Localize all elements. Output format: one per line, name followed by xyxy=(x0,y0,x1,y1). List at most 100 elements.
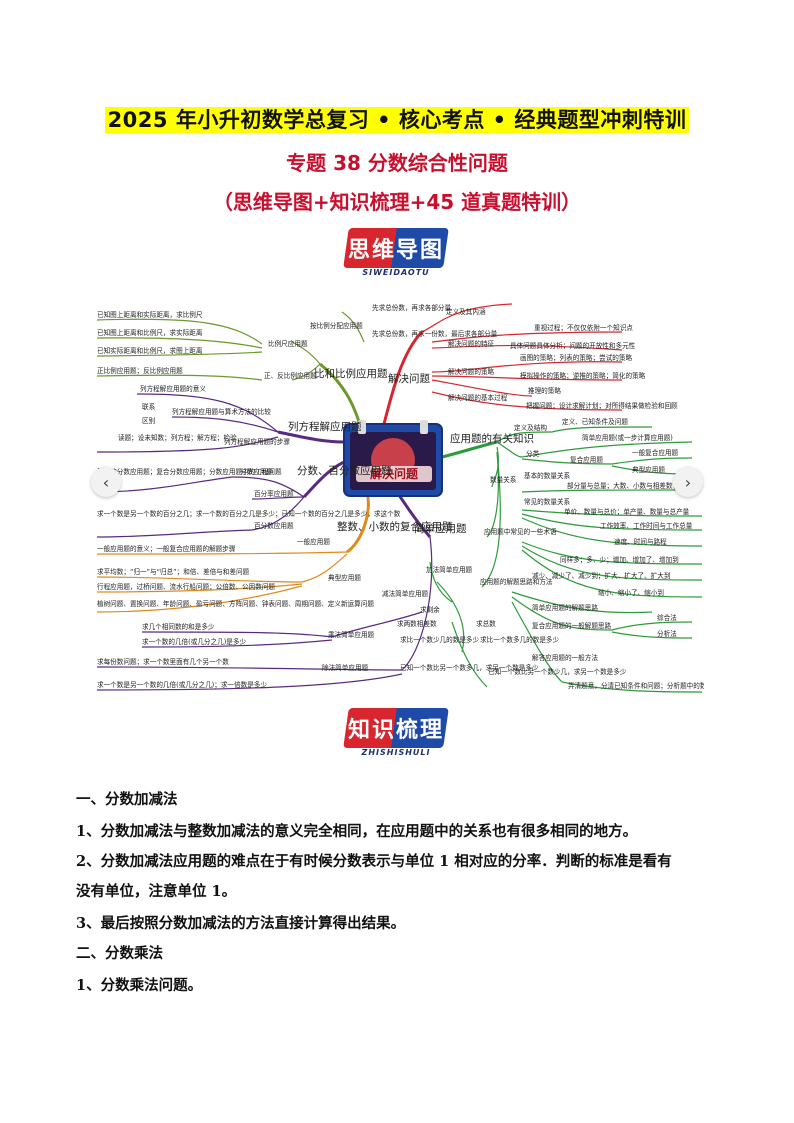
leaf-terms-3: 缩小、缩小了、缩小到 xyxy=(598,588,664,597)
leaf-sv-strat-1: 画图的策略；列表的策略；尝试的策略 xyxy=(520,353,632,362)
paragraph-2-continued: 没有单位，注意单位 1。 xyxy=(76,883,237,900)
mind-map: 解决问题 解决问题 比和比例应用题 按比例分配应用题 先求总份数，再求各部分量 … xyxy=(96,303,704,693)
leaf-add-1: 求总数 xyxy=(476,619,496,628)
node-solve: 解决问题 xyxy=(388,372,430,385)
leaf-sub-2: 求两数相差数 xyxy=(397,619,437,628)
leaf-cls-typical: 典型应用题 xyxy=(632,465,665,474)
leaf-ratio-dist-1: 先求总份数，再求各部分量 xyxy=(372,303,452,312)
node-percent-rate: 百分率应用题 xyxy=(254,489,294,498)
badge-subtitle: SIWEIDAOTU xyxy=(362,268,430,277)
leaf-sv-proc: 把握问题；设计求解计划；对所得结果做检验和回顾 xyxy=(526,401,678,410)
title-line-3: （思维导图+知识梳理+45 道真题特训） xyxy=(212,190,582,214)
node-classify: 分类 xyxy=(526,449,540,458)
badge-title: 知识梳理 xyxy=(347,718,444,743)
leaf-q-common-1: 单价、数量与总价；单产量、数量与总产量 xyxy=(564,507,690,516)
node-sv-strat: 解决问题的策略 xyxy=(448,367,495,376)
title-line-1: 2025 年小升初数学总复习 • 核心考点 • 经典题型冲刺特训 xyxy=(0,104,794,134)
node-sub-simple: 减法简单应用题 xyxy=(382,589,429,598)
node-quant: 数量关系 xyxy=(490,475,517,484)
leaf-m-comp-1: 综合法 xyxy=(657,613,677,622)
leaf-q-common-3: 速度、时间与路程 xyxy=(614,537,667,546)
leaf-eq-compare: 列方程解应用题与算术方法的比较 xyxy=(172,407,271,416)
section-heading-1: 一、分数加减法 xyxy=(76,791,178,808)
leaf-m-simple: 简单应用题的解题思路 xyxy=(532,603,598,612)
leaf-scale-1: 已知图上距离和实际距离，求比例尺 xyxy=(97,310,203,319)
node-compound: 整数、小数的复合应用题 xyxy=(337,520,453,533)
node-terms: 应用题中常见的一些术语 xyxy=(484,527,557,536)
carousel-next-button[interactable]: › xyxy=(673,467,703,497)
leaf-add-2: 求比一个数多几的数是多少 xyxy=(480,635,560,644)
node-q-basic: 基本的数量关系 xyxy=(524,471,571,480)
branch-fraction-line xyxy=(302,460,345,499)
leaf-m-general: 解答应用题的一般方法 xyxy=(532,653,598,662)
carousel-prev-button[interactable]: ‹ xyxy=(91,467,121,497)
node-method: 应用题的解题思路和方法 xyxy=(480,577,553,586)
leaf-typical-3: 植树问题、置换问题、年龄问题、盈亏问题、方阵问题、钟表问题、周期问题、定义新运算… xyxy=(97,599,374,608)
leaf-div-2: 求一个数是另一个数的几倍(或几分之几)；求一倍数是多少 xyxy=(97,680,267,689)
leaf-pos-neg: 正比例应用题；反比例应用题 xyxy=(97,366,183,375)
leaf-m-compound: 复合应用题的一般解题思路 xyxy=(532,621,612,630)
badge-title: 思维导图 xyxy=(347,238,444,263)
branch-compound-line xyxy=(346,491,370,554)
node-q-common: 常见的数量关系 xyxy=(524,497,571,506)
node-ratio-app: 比和比例应用题 xyxy=(314,367,388,380)
center-label: 解决问题 xyxy=(370,466,419,481)
node-fraction: 分数、百分数应用题 xyxy=(297,464,392,477)
section-heading-2: 二、分数乘法 xyxy=(76,945,163,962)
center-calendar-icon xyxy=(343,420,443,497)
leaf-m-general-detail: 弄清题意，分清已知条件和问题；分析题中的数量关系，把应用题反映的实际问题抽象为数… xyxy=(568,681,704,690)
leaf-sv-strat-3: 推理的策略 xyxy=(528,386,561,395)
leaf-terms-2: 减少、减少了、减少到；扩大、扩大了、扩大到 xyxy=(532,571,670,580)
node-frac-app: 分数应用题 xyxy=(240,467,273,476)
paragraph-3: 3、最后按照分数加减法的方法直接计算得出结果。 xyxy=(76,915,406,932)
leaf-typical-2: 行程应用题，过桥问题、流水行船问题；公倍数、公因数问题 xyxy=(97,582,275,591)
chevron-right-icon: › xyxy=(684,472,692,492)
leaf-sub-3: 求比一个数少几的数是多少 xyxy=(400,635,480,644)
knowledge-badge: 知识梳理 ZHISHISHULI xyxy=(343,708,449,764)
leaf-sv-feat-1: 重视过程；不仅仅依附一个知识点 xyxy=(534,323,633,332)
leaf-add-3: 已知一个数比另一个数少几，求另一个数是多少 xyxy=(488,667,627,676)
leaf-cls-simple: 简单应用题(或一步计算应用题) xyxy=(582,433,673,442)
leaf-scale-2: 已知图上距离和比例尺，求实际距离 xyxy=(97,328,203,337)
node-sv-proc: 解决问题的基本过程 xyxy=(448,393,508,402)
leaf-general: 一般应用题的意义；一般复合应用题的解题步骤 xyxy=(97,544,236,553)
node-add-simple: 加法简单应用题 xyxy=(426,565,473,574)
node-simple: 简单应用题 xyxy=(414,522,467,535)
leaf-scale-3: 已知实际距离和比例尺，求图上距离 xyxy=(97,346,203,355)
branch-knowledge-line xyxy=(441,440,498,459)
leaf-eq-steps-detail: 读题；设未知数；列方程；解方程；检验 xyxy=(118,433,237,442)
leaf-sv-strat-2: 模拟操作的策略；逆推的策略；简化的策略 xyxy=(520,371,646,380)
node-mul-simple: 乘法简单应用题 xyxy=(328,630,375,639)
branch-equation-line xyxy=(277,430,345,444)
leaf-eq-diff: 区别 xyxy=(142,416,156,425)
node-general: 一般应用题 xyxy=(297,537,330,546)
leaf-sub-4: 已知一个数比另一个数多几，求另一个数是多少 xyxy=(400,663,539,672)
node-percent-app: 百分数应用题 xyxy=(254,521,294,530)
leaf-eq-meaning: 列方程解应用题的意义 xyxy=(140,384,206,393)
node-ratio-dist: 按比例分配应用题 xyxy=(310,321,363,330)
node-def: 定义及结构 xyxy=(514,423,547,432)
leaf-cls-compound: 复合应用题 xyxy=(570,455,603,464)
paragraph-1: 1、分数加减法与整数加减法的意义完全相同，在应用题中的关系也有很多相同的地方。 xyxy=(76,823,638,840)
node-div-simple: 除法简单应用题 xyxy=(322,663,369,672)
badge-subtitle: ZHISHISHULI xyxy=(361,748,431,757)
chevron-left-icon: ‹ xyxy=(102,472,110,492)
leaf-eq-steps: 列方程解应用题的步骤 xyxy=(224,437,290,446)
leaf-div-1: 求每份数问题；求一个数里面有几个另一个数 xyxy=(97,657,229,666)
mindmap-badge: 思维导图 SIWEIDAOTU xyxy=(343,228,449,284)
leaf-q-basic: 部分量与总量；大数、小数与相差数；每份数、份数与总数；倍数 xyxy=(567,481,704,490)
leaf-terms-1: 同样多；多、少；增加、增加了、增加到 xyxy=(560,555,679,564)
leaf-sv-feat-2: 具体问题具体分析；问题的开放性和多元性 xyxy=(510,341,636,350)
leaf-q-common-2: 工作效率、工作时间与工作总量 xyxy=(600,521,693,530)
node-knowledge: 应用题的有关知识 xyxy=(450,432,534,445)
paragraph-2: 2、分数加减法应用题的难点在于有时候分数表示与单位 1 相对应的分率．判断的标准… xyxy=(76,853,672,870)
node-scale: 比例尺应用题 xyxy=(268,339,308,348)
paragraph-4: 1、分数乘法问题。 xyxy=(76,977,203,994)
node-typical: 典型应用题 xyxy=(328,573,361,582)
leaf-mul-1: 求几个相同数的和是多少 xyxy=(142,622,215,631)
branch-solve-line xyxy=(380,330,424,433)
node-pos-neg: 正、反比例应用题 xyxy=(264,371,317,380)
leaf-def: 定义、已知条件及问题 xyxy=(562,417,628,426)
leaf-percent: 求一个数是另一个数的百分之几；求一个数的百分之几是多少；已知一个数的百分之几是多… xyxy=(97,509,401,518)
leaf-m-comp-2: 分析法 xyxy=(657,629,677,638)
